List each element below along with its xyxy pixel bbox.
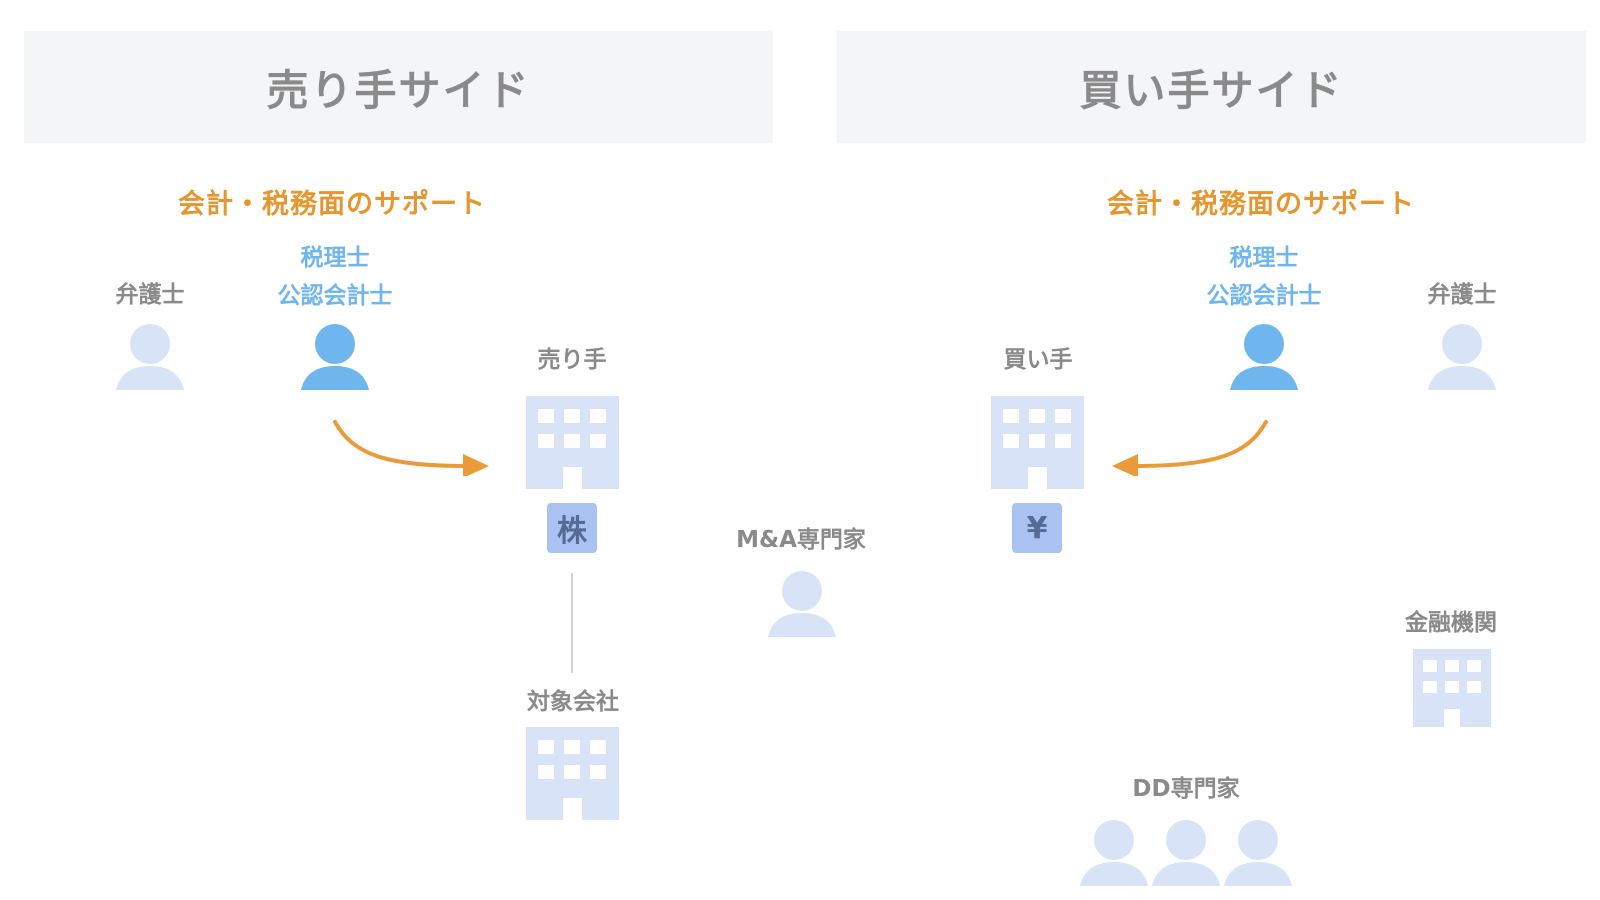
- buyer-side-header: 買い手サイド: [837, 31, 1586, 143]
- seller-cpa-label: 公認会計士: [277, 283, 393, 309]
- dd-expert-label: DD専門家: [1132, 776, 1240, 802]
- ma-expert-label: M&A専門家: [736, 527, 866, 553]
- seller-to-target-connector: [571, 573, 573, 673]
- seller-lawyer-label: 弁護士: [115, 282, 185, 308]
- financial-institution-building-icon: [1413, 649, 1491, 727]
- buyer-support-caption: 会計・税務面のサポート: [1107, 189, 1415, 220]
- buyer-lawyer-label: 弁護士: [1427, 282, 1497, 308]
- ma-expert-person-icon: [768, 571, 836, 637]
- buyer-tax-accountant-label: 税理士: [1229, 245, 1299, 271]
- target-company-building-icon: [526, 727, 619, 820]
- seller-tax-accountant-label: 税理士: [300, 245, 370, 271]
- buyer-support-arrow-icon: [1112, 420, 1268, 476]
- stock-badge: 株: [547, 503, 597, 553]
- seller-label: 売り手: [537, 347, 607, 373]
- yen-badge: ¥: [1012, 503, 1062, 553]
- buyer-cpa-label: 公認会計士: [1206, 283, 1322, 309]
- seller-accountant-person-icon: [301, 324, 369, 390]
- financial-institution-label: 金融機関: [1405, 610, 1497, 636]
- seller-side-header: 売り手サイド: [24, 31, 773, 143]
- buyer-building-icon: [991, 396, 1084, 489]
- seller-support-arrow-icon: [333, 420, 489, 476]
- dd-expert-person-icon: [1152, 820, 1220, 886]
- buyer-lawyer-person-icon: [1428, 324, 1496, 390]
- seller-building-icon: [526, 396, 619, 489]
- buyer-label: 買い手: [1003, 347, 1073, 373]
- seller-support-caption: 会計・税務面のサポート: [178, 189, 486, 220]
- seller-lawyer-person-icon: [116, 324, 184, 390]
- buyer-accountant-person-icon: [1230, 324, 1298, 390]
- target-company-label: 対象会社: [527, 689, 619, 715]
- dd-expert-person-icon: [1080, 820, 1148, 886]
- dd-expert-person-icon: [1224, 820, 1292, 886]
